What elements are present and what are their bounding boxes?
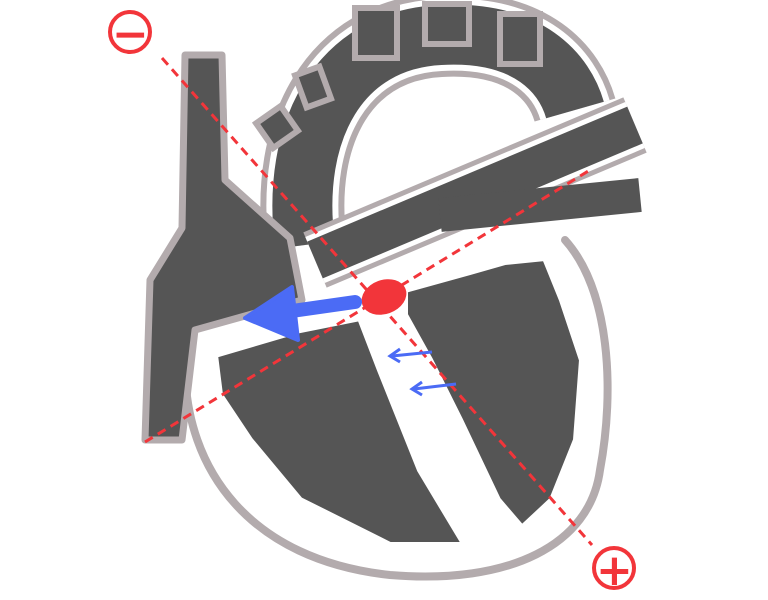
positive-pole-icon: +	[592, 546, 636, 593]
negative-pole-icon: −	[108, 10, 152, 57]
right-atrium	[141, 51, 306, 444]
sinus-node-dot	[361, 279, 407, 315]
heart-outer-outline	[181, 236, 612, 581]
conduction-arrow	[243, 285, 362, 342]
small-conduction-arrow	[387, 347, 457, 397]
pulmonary-artery	[307, 106, 643, 279]
heart-illustration	[141, 0, 647, 581]
electrical-axis-line	[160, 57, 594, 546]
arch-branches	[251, 1, 543, 153]
left-ventricle	[402, 255, 585, 531]
